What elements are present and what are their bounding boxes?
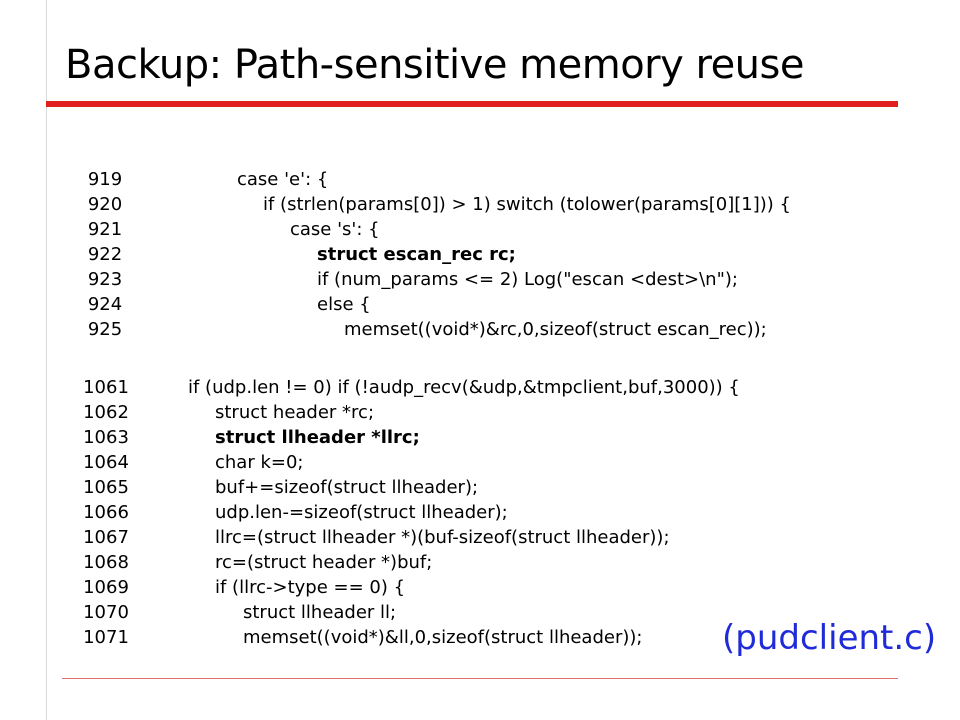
line-number: 925 <box>87 319 123 340</box>
code-text: if (num_params <= 2) Log("escan <dest>\n… <box>317 269 738 290</box>
line-number: 1061 <box>83 377 129 398</box>
code-text: if (udp.len != 0) if (!audp_recv(&udp,&t… <box>188 377 740 398</box>
line-number: 919 <box>87 169 123 190</box>
code-text: case 'e': { <box>237 169 329 190</box>
title-underline <box>46 101 898 107</box>
code-text: struct header *rc; <box>215 402 375 423</box>
code-text: rc=(struct header *)buf; <box>215 552 433 573</box>
line-number: 1066 <box>83 502 129 523</box>
line-number: 1065 <box>83 477 129 498</box>
code-text-highlight: struct llheader *llrc; <box>215 427 420 448</box>
left-margin-rule <box>46 0 47 720</box>
line-number: 924 <box>87 294 123 315</box>
code-text: if (strlen(params[0]) > 1) switch (tolow… <box>263 194 791 215</box>
line-number: 1063 <box>83 427 129 448</box>
code-text: memset((void*)&ll,0,sizeof(struct llhead… <box>243 627 643 648</box>
code-text: llrc=(struct llheader *)(buf-sizeof(stru… <box>215 527 670 548</box>
line-number: 1064 <box>83 452 129 473</box>
code-text: char k=0; <box>215 452 304 473</box>
line-number: 1062 <box>83 402 129 423</box>
code-text: else { <box>317 294 371 315</box>
line-number: 922 <box>87 244 123 265</box>
code-text: buf+=sizeof(struct llheader); <box>215 477 479 498</box>
footer-rule <box>62 678 898 679</box>
code-text: if (llrc->type == 0) { <box>215 577 406 598</box>
code-text: case 's': { <box>290 219 380 240</box>
code-text-highlight: struct escan_rec rc; <box>317 244 516 265</box>
line-number: 1070 <box>83 602 129 623</box>
code-text: udp.len-=sizeof(struct llheader); <box>215 502 508 523</box>
line-number: 923 <box>87 269 123 290</box>
code-text: memset((void*)&rc,0,sizeof(struct escan_… <box>344 319 767 340</box>
line-number: 1069 <box>83 577 129 598</box>
source-filename-label: (pudclient.c) <box>722 618 937 658</box>
line-number: 921 <box>87 219 123 240</box>
line-number: 1068 <box>83 552 129 573</box>
line-number: 920 <box>87 194 123 215</box>
line-number: 1071 <box>83 627 129 648</box>
code-text: struct llheader ll; <box>243 602 397 623</box>
line-number: 1067 <box>83 527 129 548</box>
slide-title: Backup: Path-sensitive memory reuse <box>65 42 804 88</box>
